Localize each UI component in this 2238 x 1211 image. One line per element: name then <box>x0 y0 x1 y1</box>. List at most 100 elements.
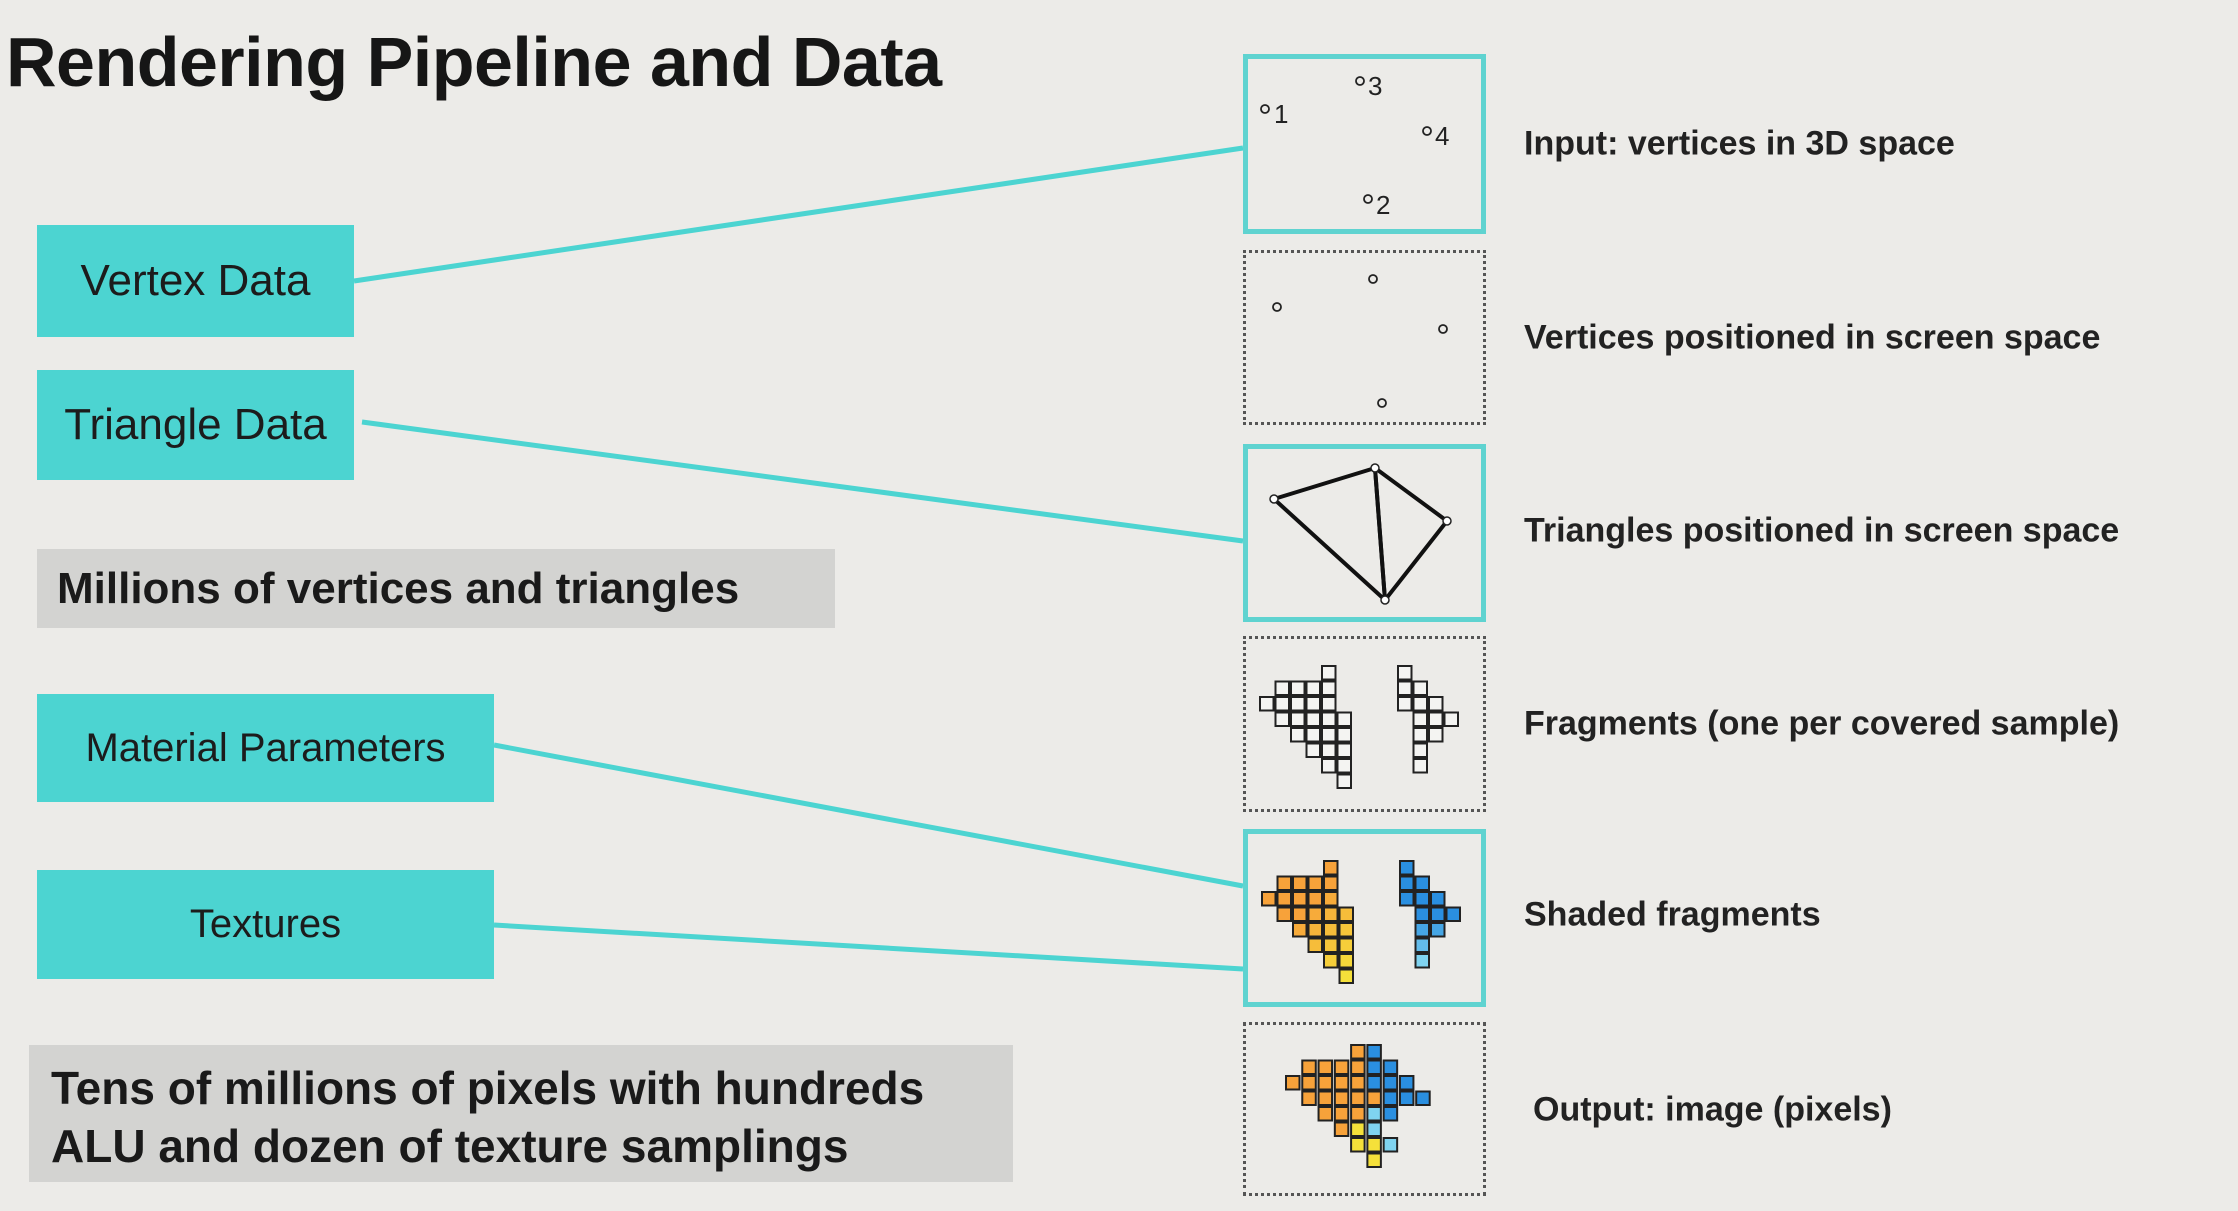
fragment <box>1336 773 1352 789</box>
output-pixel <box>1317 1090 1334 1106</box>
shaded-fragment <box>1338 937 1354 953</box>
vertex-point <box>1377 398 1387 408</box>
output-pixel <box>1382 1090 1399 1106</box>
fragments-figure <box>1259 665 1459 789</box>
vertex-label: 4 <box>1435 121 1449 151</box>
shaded-fragment <box>1414 891 1430 907</box>
fragment <box>1290 711 1306 727</box>
fragment <box>1321 665 1337 681</box>
shaded-fragment <box>1292 891 1308 907</box>
shaded-fragment <box>1292 922 1308 938</box>
shaded-fragment <box>1307 891 1323 907</box>
fragment <box>1412 711 1428 727</box>
fragment <box>1336 758 1352 774</box>
output-pixel <box>1382 1106 1399 1122</box>
vertex-point <box>1355 76 1365 86</box>
shaded-fragment <box>1445 906 1461 922</box>
fragment <box>1290 680 1306 696</box>
vertex-point <box>1380 595 1390 605</box>
output-image-figure <box>1285 1044 1431 1168</box>
output-pixel <box>1350 1137 1366 1153</box>
connector-vertex-data <box>353 145 1244 284</box>
output-pixel <box>1350 1090 1366 1106</box>
vertex-point <box>1370 463 1380 473</box>
output-pixel <box>1333 1090 1350 1106</box>
output-pixel <box>1382 1075 1399 1091</box>
output-pixel <box>1366 1044 1382 1060</box>
vertex-data-label: Vertex Data <box>80 256 311 305</box>
vertex-label: 1 <box>1274 99 1288 129</box>
fragment <box>1412 696 1428 712</box>
vertex-point <box>1260 104 1270 114</box>
vertex-data-box: Vertex Data <box>37 225 354 337</box>
output-pixel <box>1366 1137 1382 1153</box>
fragment <box>1321 680 1337 696</box>
connector-triangle-data <box>361 419 1244 544</box>
output-pixel <box>1350 1121 1366 1137</box>
output-pixel <box>1366 1106 1382 1122</box>
geometry-scale-text: Millions of vertices and triangles <box>57 563 740 613</box>
shaded-fragment <box>1414 953 1430 969</box>
material-parameters-box: Material Parameters <box>37 694 494 802</box>
shaded-fragment <box>1276 891 1292 907</box>
panel-output-image <box>1243 1022 1486 1196</box>
output-pixel <box>1366 1090 1382 1106</box>
triangle-data-box: Triangle Data <box>37 370 354 480</box>
geometry-scale-note: Millions of vertices and triangles <box>37 549 835 628</box>
fragment <box>1259 696 1275 712</box>
fragment <box>1336 711 1352 727</box>
output-pixel <box>1333 1059 1350 1075</box>
output-pixel <box>1415 1090 1431 1106</box>
output-pixel <box>1301 1059 1317 1075</box>
output-pixel <box>1398 1075 1415 1091</box>
page-title: Rendering Pipeline and Data <box>6 23 942 101</box>
textures-label: Textures <box>189 902 342 946</box>
fragment <box>1321 696 1337 712</box>
triangle-outline <box>1373 466 1449 602</box>
vertex-point <box>1438 324 1448 334</box>
output-pixel <box>1301 1075 1317 1091</box>
fragment <box>1336 742 1352 758</box>
vertex-point <box>1368 274 1378 284</box>
output-pixel <box>1317 1106 1334 1122</box>
fragment <box>1428 711 1444 727</box>
panel-triangles <box>1243 444 1486 622</box>
shaded-fragment <box>1414 875 1430 891</box>
pixel-scale-note: Tens of millions of pixels with hundreds… <box>29 1045 1013 1182</box>
fragment <box>1412 680 1428 696</box>
vertex-label: 3 <box>1368 71 1382 101</box>
stage-label-output: Output: image (pixels) <box>1533 1090 1892 1129</box>
fragment <box>1274 680 1290 696</box>
output-pixel <box>1285 1075 1301 1091</box>
output-pixel <box>1350 1044 1366 1060</box>
fragment <box>1321 742 1337 758</box>
stage-label-fragments: Fragments (one per covered sample) <box>1524 704 2120 743</box>
output-pixel <box>1350 1106 1366 1122</box>
vertex-point <box>1269 494 1279 504</box>
triangles-figure <box>1269 463 1452 605</box>
shaded-fragment <box>1338 968 1354 984</box>
output-pixel <box>1398 1090 1415 1106</box>
shaded-fragment <box>1414 937 1430 953</box>
shaded-fragment <box>1307 937 1323 953</box>
output-pixel <box>1350 1075 1366 1091</box>
shaded-fragment <box>1307 875 1323 891</box>
connector-material-parameters <box>493 742 1244 889</box>
output-pixel <box>1333 1121 1350 1137</box>
output-pixel <box>1333 1106 1350 1122</box>
material-parameters-label: Material Parameters <box>85 725 446 770</box>
triangle-data-label: Triangle Data <box>64 400 327 449</box>
fragment <box>1412 742 1428 758</box>
output-pixel <box>1366 1152 1382 1168</box>
output-pixel <box>1382 1059 1399 1075</box>
triangle-outline <box>1272 466 1387 602</box>
shaded-fragment <box>1323 891 1339 907</box>
fragment <box>1305 727 1321 743</box>
fragment <box>1397 680 1413 696</box>
shaded-fragment <box>1323 937 1339 953</box>
vertex-point <box>1272 302 1282 312</box>
fragment <box>1321 727 1337 743</box>
output-pixel <box>1366 1059 1382 1075</box>
shaded-fragment <box>1292 906 1308 922</box>
fragment <box>1321 758 1337 774</box>
